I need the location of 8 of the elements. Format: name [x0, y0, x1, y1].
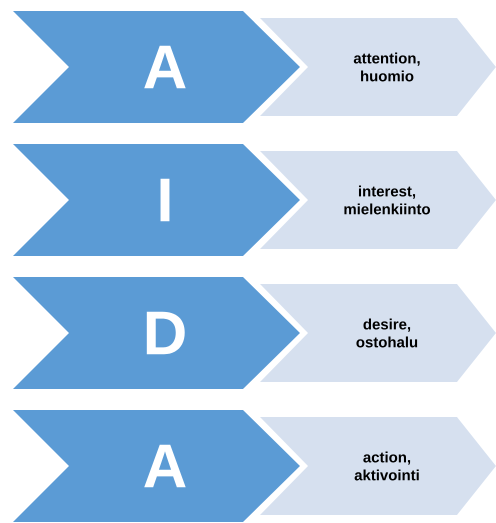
- letter-panel: I: [13, 144, 300, 256]
- letter-panel: D: [13, 277, 300, 389]
- text-panel: desire, ostohalu: [260, 284, 496, 382]
- letter-panel: A: [13, 410, 300, 522]
- text-panel: attention, huomio: [260, 18, 496, 116]
- letter-panel: A: [13, 11, 300, 123]
- text-panel: action, aktivointi: [260, 417, 496, 515]
- text-panel: interest, mielenkiinto: [260, 151, 496, 249]
